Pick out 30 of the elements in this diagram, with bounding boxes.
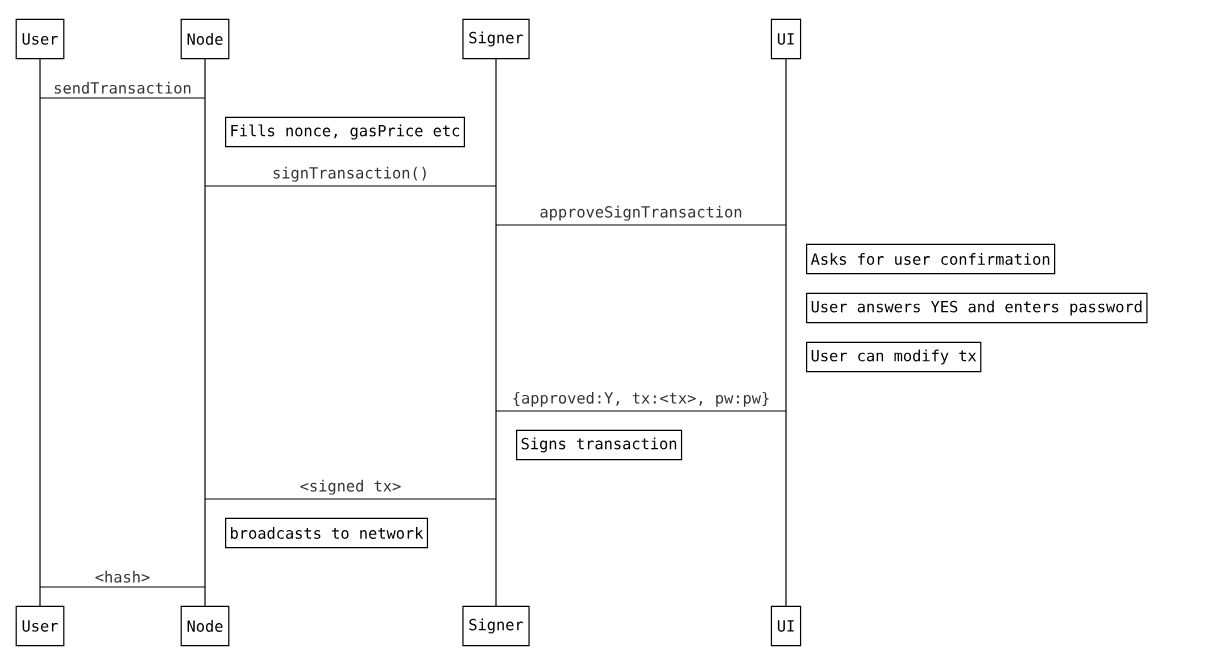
edge-label: approveSignTransaction	[540, 205, 742, 221]
note-box: Asks for user confirmation	[806, 243, 1056, 275]
edge-label: <hash>	[95, 570, 150, 583]
message-line	[495, 224, 787, 226]
note-box: Fills nonce, gasPrice etc	[225, 116, 465, 148]
message-line	[39, 97, 206, 99]
message-line	[495, 410, 787, 412]
edge-label: sendTransaction	[54, 81, 191, 94]
lifeline	[785, 58, 787, 608]
edge-label: {approved:Y, tx:<tx>, pw:pw}	[513, 391, 769, 407]
edge-label: signTransaction()	[273, 166, 426, 182]
participant-box: Node	[180, 18, 230, 60]
note-box: User answers YES and enters password	[806, 292, 1148, 324]
participant-box: Node	[180, 605, 230, 647]
message-line	[204, 498, 497, 500]
participant-box: UI	[770, 18, 802, 60]
note-box: broadcasts to network	[225, 517, 429, 549]
lifeline	[495, 58, 497, 608]
message-line	[204, 185, 497, 187]
lifeline	[39, 58, 41, 608]
participant-box: Signer	[462, 18, 530, 60]
note-box: User can modify tx	[806, 341, 982, 373]
participant-box: UI	[770, 605, 802, 647]
participant-box: Signer	[462, 605, 530, 647]
lifeline	[204, 58, 206, 608]
participant-box: User	[15, 605, 65, 647]
edge-label: <signed tx>	[300, 479, 401, 495]
note-box: Signs transaction	[516, 429, 683, 461]
message-line	[39, 586, 206, 588]
participant-box: User	[15, 18, 65, 60]
